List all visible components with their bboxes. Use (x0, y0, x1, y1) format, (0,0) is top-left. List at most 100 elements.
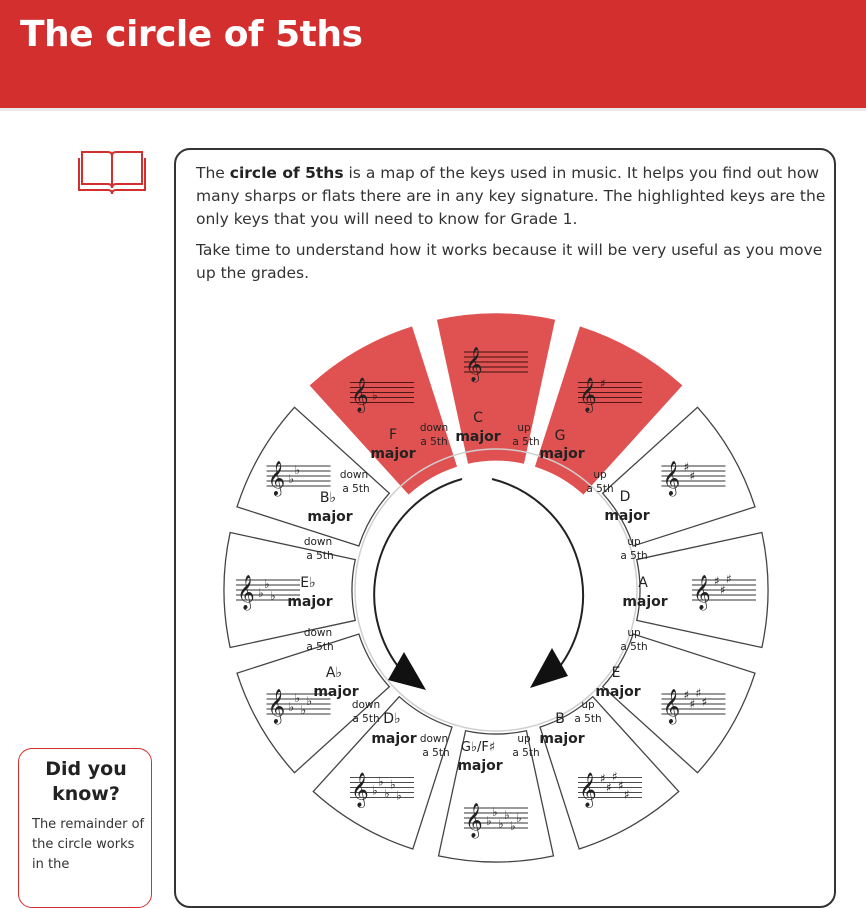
interval-label-up-5th: a 5th (574, 713, 601, 725)
interval-label-down: down (304, 627, 332, 639)
interval-label-up: up (627, 627, 641, 639)
sharp-icon: ♯ (714, 574, 720, 588)
book-icon (78, 151, 146, 195)
flat-icon: ♭ (258, 586, 264, 600)
key-signature-f: 𝄞♭ (350, 378, 414, 414)
interval-label-down: down (304, 536, 332, 548)
key-label-eb: E♭ (300, 575, 315, 591)
key-segment-db (312, 695, 453, 850)
key-label-c-major: major (455, 429, 500, 445)
flat-icon: ♭ (390, 777, 396, 791)
key-label-bb: B♭ (320, 490, 336, 506)
key-label-gb: G♭/F♯ (461, 740, 495, 755)
interval-label-down-5th: a 5th (306, 550, 333, 562)
key-signature-eb: 𝄞♭♭♭ (236, 575, 300, 611)
sharp-icon: ♯ (683, 688, 689, 702)
key-label-db: D♭ (383, 711, 400, 727)
treble-clef-icon: 𝄞 (237, 575, 255, 611)
key-signature-ab: 𝄞♭♭♭♭ (266, 689, 331, 725)
key-label-ab-major: major (313, 684, 358, 700)
page-title: The circle of 5ths (20, 14, 363, 55)
interval-label-up: up (517, 733, 531, 745)
key-label-g: G (555, 428, 566, 444)
sharp-icon: ♯ (600, 771, 606, 785)
key-signature-e: 𝄞♯♯♯♯ (661, 686, 726, 725)
direction-arrows (373, 478, 585, 690)
key-label-f-major: major (370, 446, 415, 462)
flat-icon: ♭ (372, 389, 378, 403)
key-segment-gb (437, 729, 555, 863)
key-label-f: F (389, 427, 397, 443)
flat-icon: ♭ (264, 577, 270, 591)
arrow-right-head (530, 648, 568, 688)
key-label-d: D (620, 489, 631, 505)
flat-icon: ♭ (516, 811, 522, 825)
sharp-icon: ♯ (624, 787, 630, 801)
key-segments (223, 313, 769, 863)
interval-label-down-5th: a 5th (422, 747, 449, 759)
key-signature-gb: 𝄞♭♭♭♭♭♭ (464, 803, 528, 839)
key-label-db-major: major (371, 731, 416, 747)
key-segment-d (601, 406, 756, 547)
interval-label-down: down (340, 469, 368, 481)
interval-label-up: up (581, 699, 595, 711)
page-header: The circle of 5ths (0, 0, 866, 111)
key-segment-f (309, 326, 458, 495)
key-signature-staves: 𝄞𝄞♯𝄞♯♯𝄞♯♯♯𝄞♯♯♯♯𝄞♯♯♯♯♯𝄞♭♭♭♭♭♭𝄞♭♭♭♭♭𝄞♭♭♭♭𝄞… (236, 347, 756, 839)
arrow-left-head (388, 652, 426, 690)
flat-icon: ♭ (289, 472, 295, 486)
key-segment-g (534, 326, 683, 495)
key-segment-c (436, 313, 556, 464)
flat-icon: ♭ (295, 691, 301, 705)
interval-label-down: down (420, 733, 448, 745)
interval-label-up: up (593, 469, 607, 481)
sharp-icon: ♯ (726, 572, 732, 586)
intro-bold-term: circle of 5ths (229, 164, 344, 182)
interval-label-down-5th: a 5th (420, 436, 447, 448)
flat-icon: ♭ (486, 814, 492, 828)
flat-icon: ♭ (396, 788, 402, 802)
interval-label-up: up (627, 536, 641, 548)
treble-clef-icon: 𝄞 (662, 461, 680, 497)
sharp-icon: ♯ (720, 583, 726, 597)
intro-text: The circle of 5ths is a map of the keys … (196, 162, 826, 293)
interval-label-up-5th: a 5th (586, 483, 613, 495)
sharp-icon: ♯ (695, 686, 701, 700)
key-label-g-major: major (539, 446, 584, 462)
key-signature-bb: 𝄞♭♭ (266, 461, 331, 497)
key-segment-e (601, 633, 756, 774)
interval-label-down-5th: a 5th (352, 713, 379, 725)
flat-icon: ♭ (378, 774, 384, 788)
flat-icon: ♭ (301, 703, 307, 717)
flat-icon: ♭ (504, 808, 510, 822)
did-you-know-text: The remainder of the circle works in the (32, 817, 145, 872)
key-signature-db: 𝄞♭♭♭♭♭ (350, 772, 414, 808)
treble-clef-icon: 𝄞 (351, 772, 369, 808)
flat-icon: ♭ (270, 589, 276, 603)
key-label-e: E (612, 665, 621, 681)
key-label-b: B (555, 711, 565, 727)
inner-ring (354, 448, 638, 732)
intro-text-run: The (196, 164, 230, 182)
did-you-know-title: Did you know? (45, 758, 127, 805)
arrow-right (491, 478, 585, 677)
intro-text-run: is a map of the keys used in music. It h… (196, 164, 826, 228)
interval-label-down-5th: a 5th (306, 641, 333, 653)
sharp-icon: ♯ (600, 377, 606, 391)
interval-label-up-5th: a 5th (620, 550, 647, 562)
key-segment-ab (236, 633, 391, 774)
key-signature-b: 𝄞♯♯♯♯♯ (578, 769, 642, 808)
key-label-gb-major: major (457, 758, 502, 774)
key-label-bb-major: major (307, 509, 352, 525)
sharp-icon: ♯ (701, 695, 707, 709)
circle-of-fifths-diagram: 𝄞𝄞♯𝄞♯♯𝄞♯♯♯𝄞♯♯♯♯𝄞♯♯♯♯♯𝄞♭♭♭♭♭♭𝄞♭♭♭♭♭𝄞♭♭♭♭𝄞… (223, 313, 769, 863)
key-label-a: A (638, 575, 648, 591)
interval-label-down: down (352, 699, 380, 711)
key-segment-bb (236, 406, 391, 547)
sharp-icon: ♯ (618, 778, 624, 792)
key-signature-a: 𝄞♯♯♯ (692, 572, 756, 611)
did-you-know-box: Did you know? The remainder of the circl… (18, 748, 152, 908)
treble-clef-icon: 𝄞 (268, 461, 286, 497)
treble-clef-icon: 𝄞 (693, 575, 711, 611)
interval-label-up-5th: a 5th (620, 641, 647, 653)
